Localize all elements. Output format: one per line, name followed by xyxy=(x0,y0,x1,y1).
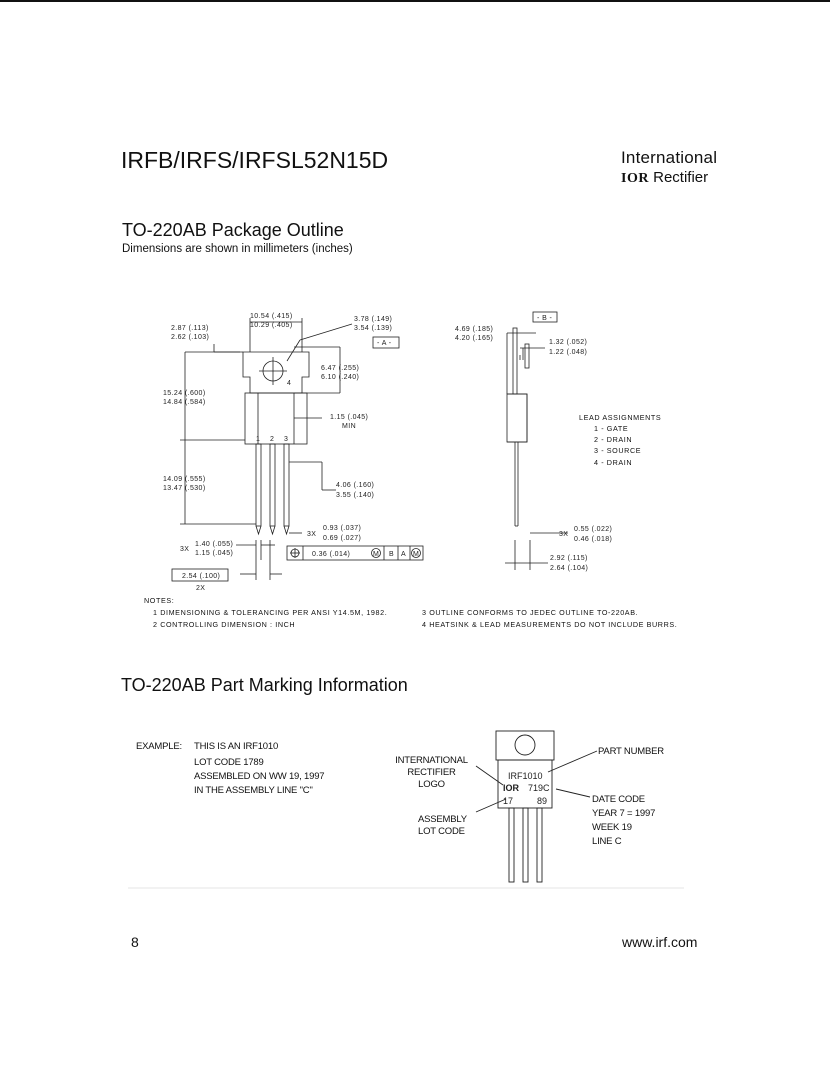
dim-1-15-min: 1.15 (.045) xyxy=(330,414,368,421)
example-line: THIS IS AN IRF1010 xyxy=(194,741,279,752)
tolerance-a: A xyxy=(401,551,406,558)
notes-title: NOTES: xyxy=(144,596,175,605)
front-body-outline xyxy=(244,392,308,445)
lead-assignment-item: 3 - SOURCE xyxy=(594,446,642,455)
tolerance-frame xyxy=(286,545,424,561)
date-code-line: WEEK 19 xyxy=(592,822,632,833)
pin-number-1: 1 xyxy=(256,436,260,443)
example-line: IN THE ASSEMBLY LINE "C" xyxy=(194,785,313,796)
tolerance-m1: M xyxy=(373,551,379,558)
date-code-line: LINE C xyxy=(592,836,622,847)
logo-ior-mark: IOR xyxy=(621,171,649,186)
tolerance-m2: M xyxy=(413,551,419,558)
package-outline-drawing: 10.54 (.415) 10.29 (.405) 2.87 (.113) 2.… xyxy=(163,311,612,592)
part-number-callout: PART NUMBER xyxy=(598,746,664,757)
dim-1-22: 1.22 (.048) xyxy=(549,349,587,356)
document-title: IRFB/IRFS/IRFSL52N15D xyxy=(121,147,389,173)
dim-10-54: 10.54 (.415) xyxy=(250,313,293,320)
marking-lead-2 xyxy=(522,807,529,883)
dim-14-84: 14.84 (.584) xyxy=(163,399,206,406)
tolerance-b: B xyxy=(389,551,394,558)
pin-number-2: 2 xyxy=(270,436,274,443)
dim-15-24: 15.24 (.600) xyxy=(163,390,206,397)
footer-url: www.irf.com xyxy=(622,934,698,950)
logo-callout-line: LOGO xyxy=(418,779,445,790)
dim-0-69: 0.69 (.027) xyxy=(323,535,361,542)
body-part-number: IRF1010 xyxy=(508,771,543,781)
top-rule xyxy=(0,0,830,2)
dim-2-64: 2.64 (.104) xyxy=(550,565,588,572)
dim-3x-b: 3X xyxy=(180,546,189,553)
tab-number-4: 4 xyxy=(287,380,291,387)
dim-10-29: 10.29 (.405) xyxy=(250,322,293,329)
note-2: 2 CONTROLLING DIMENSION : INCH xyxy=(153,620,296,629)
lead-2 xyxy=(269,443,276,527)
example-line: LOT CODE 1789 xyxy=(194,757,264,768)
example-label: EXAMPLE: xyxy=(136,741,182,752)
date-code-line: YEAR 7 = 1997 xyxy=(592,808,656,819)
body-date-code: 719C xyxy=(528,783,550,793)
dim-1-15: 1.15 (.045) xyxy=(195,550,233,557)
date-code-line: DATE CODE xyxy=(592,794,645,805)
marking-heading: TO-220AB Part Marking Information xyxy=(121,675,408,695)
lead-assignment-item: 1 - GATE xyxy=(594,424,629,433)
assembly-callout-line: ASSEMBLY xyxy=(418,814,467,825)
lead-assignment-item: 4 - DRAIN xyxy=(594,458,633,467)
marking-hole xyxy=(514,734,536,756)
logo-line-international: International xyxy=(621,148,718,167)
dim-2-62: 2.62 (.103) xyxy=(171,334,209,341)
marking-lead-3 xyxy=(536,807,543,883)
logo-rectifier-word: Rectifier xyxy=(653,169,709,186)
dim-3-54: 3.54 (.139) xyxy=(354,325,392,332)
dim-3x-a: 3X xyxy=(307,531,316,538)
front-tab-outline xyxy=(242,351,310,394)
dim-0-55: 0.55 (.022) xyxy=(574,526,612,533)
outline-heading: TO-220AB Package Outline xyxy=(122,220,344,240)
dim-6-47: 6.47 (.255) xyxy=(321,365,359,372)
dim-14-09: 14.09 (.555) xyxy=(163,476,206,483)
note-3: 3 OUTLINE CONFORMS TO JEDEC OUTLINE TO-2… xyxy=(422,608,639,617)
lead-1 xyxy=(255,443,262,527)
logo-line-rectifier: IOR Rectifier xyxy=(621,169,708,187)
note-4: 4 HEATSINK & LEAD MEASUREMENTS DO NOT IN… xyxy=(422,620,678,629)
body-lot-2: 89 xyxy=(537,796,547,806)
lead-assignments-title: LEAD ASSIGNMENTS xyxy=(579,413,662,422)
tolerance-value: 0.36 (.014) xyxy=(312,551,350,558)
dim-0-93: 0.93 (.037) xyxy=(323,525,361,532)
outline-subheading: Dimensions are shown in millimeters (inc… xyxy=(122,243,353,255)
dim-3-55: 3.55 (.140) xyxy=(336,492,374,499)
dim-2-92: 2.92 (.115) xyxy=(550,555,588,562)
dim-1-40: 1.40 (.055) xyxy=(195,541,233,548)
dim-6-10: 6.10 (.240) xyxy=(321,374,359,381)
dim-2x: 2X xyxy=(196,585,205,592)
dim-min-label: MIN xyxy=(342,423,356,430)
dim-3-78: 3.78 (.149) xyxy=(354,316,392,323)
note-1: 1 DIMENSIONING & TOLERANCING PER ANSI Y1… xyxy=(153,608,388,617)
part-marking-drawing: IRF1010 IOR 719C 17 89 xyxy=(128,730,684,889)
logo-callout-line: INTERNATIONAL xyxy=(395,755,468,766)
lead-assignment-item: 2 - DRAIN xyxy=(594,435,633,444)
marking-lead-1 xyxy=(508,807,515,883)
dim-13-47: 13.47 (.530) xyxy=(163,485,206,492)
body-lot-1: 17 xyxy=(503,796,513,806)
example-line: ASSEMBLED ON WW 19, 1997 xyxy=(194,771,325,782)
datum-a-label: - A - xyxy=(377,340,392,347)
datum-b-label: - B - xyxy=(537,315,552,322)
dim-4-20: 4.20 (.165) xyxy=(455,335,493,342)
page-number: 8 xyxy=(131,934,139,950)
dim-2-54: 2.54 (.100) xyxy=(182,573,220,580)
dim-1-32: 1.32 (.052) xyxy=(549,339,587,346)
logo-callout-line: RECTIFIER xyxy=(407,767,456,778)
lead-3 xyxy=(283,443,290,527)
assembly-callout-line: LOT CODE xyxy=(418,826,465,837)
side-body-outline xyxy=(506,393,528,443)
side-tab-outline xyxy=(512,327,518,395)
dim-3x-c: 3X xyxy=(559,531,568,538)
dim-4-69: 4.69 (.185) xyxy=(455,326,493,333)
dim-4-06: 4.06 (.160) xyxy=(336,482,374,489)
dim-2-87: 2.87 (.113) xyxy=(171,325,209,332)
dim-0-46: 0.46 (.018) xyxy=(574,536,612,543)
body-logo: IOR xyxy=(503,783,520,793)
pin-number-3: 3 xyxy=(284,436,288,443)
